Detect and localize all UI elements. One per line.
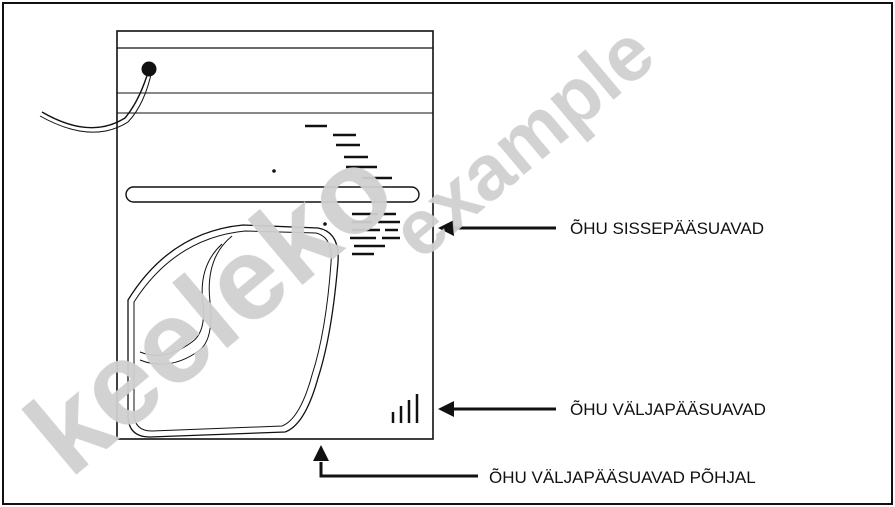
label-air-outlet: ÕHU VÄLJAPÄÄSUAVAD bbox=[570, 400, 766, 419]
air-outlet-vents bbox=[391, 394, 419, 423]
air-intake-vents bbox=[350, 212, 400, 256]
power-cord-inner bbox=[39, 69, 153, 133]
door-outline-outer bbox=[127, 224, 339, 438]
outlet-arrowhead bbox=[438, 401, 454, 417]
watermark: keeleko example bbox=[2, 7, 670, 500]
watermark-word-1: keeleko bbox=[2, 120, 419, 499]
bottom-arrow-line bbox=[319, 462, 478, 478]
indicator-dot-2 bbox=[323, 222, 327, 226]
appliance-body bbox=[116, 30, 434, 440]
appliance bbox=[39, 30, 434, 440]
label-air-outlet-bottom: ÕHU VÄLJAPÄÄSUAVAD PÕHJAL bbox=[489, 468, 756, 487]
filter-curve-inner bbox=[139, 243, 223, 356]
indicator-dot-1 bbox=[272, 169, 276, 173]
label-air-intake: ÕHU SISSEPÄÄSUAVAD bbox=[570, 219, 764, 238]
intake-arrowhead bbox=[438, 220, 454, 236]
power-cord bbox=[41, 68, 150, 129]
filter-curve bbox=[139, 235, 233, 365]
door-outline-inner bbox=[133, 230, 332, 432]
handle-bar bbox=[125, 186, 420, 203]
arrows bbox=[313, 220, 556, 478]
control-panel-slots bbox=[305, 124, 392, 180]
bottom-arrowhead bbox=[313, 445, 329, 461]
